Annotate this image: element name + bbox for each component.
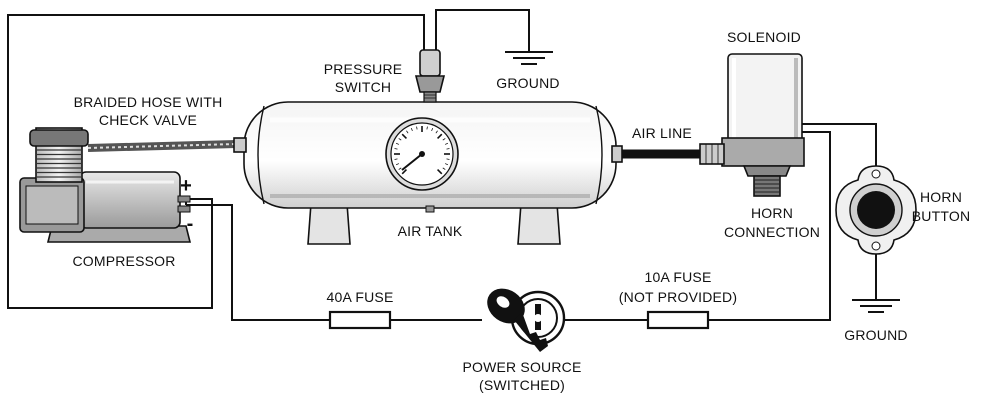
- wire-pressure-switch-loop: [7, 14, 425, 309]
- wire-compressor-positive: [185, 198, 330, 321]
- gauge-tick: [395, 142, 400, 145]
- compressor-label: COMPRESSOR: [72, 253, 175, 269]
- gauge-tick: [406, 130, 409, 134]
- pressure-switch-label: PRESSURE: [324, 61, 403, 77]
- braided-hose-label-2: CHECK VALVE: [99, 112, 197, 128]
- labels: PRESSURE SWITCH GROUND SOLENOID BRAIDED …: [72, 29, 970, 393]
- wire-fuse10-to-solenoid: [708, 131, 831, 321]
- ground-bottom-label: GROUND: [844, 327, 907, 343]
- gauge-tick: [394, 158, 398, 160]
- compressor: [19, 127, 192, 243]
- braided-hose-label: BRAIDED HOSE WITH: [74, 94, 223, 110]
- wiring: [7, 9, 877, 321]
- horn-connection-port: [753, 175, 781, 197]
- wire-solenoid-to-horn-button: [800, 123, 877, 168]
- horn-button-label: HORN: [920, 189, 962, 205]
- gauge-tick: [395, 163, 400, 166]
- gauge-tick: [442, 167, 446, 170]
- gauge-tick: [401, 168, 408, 175]
- tank-outlet-fitting: [611, 145, 623, 163]
- fuse-10a-label-2: (NOT PROVIDED): [619, 289, 737, 305]
- gauge-tick: [444, 163, 449, 166]
- gauge-needle: [401, 153, 423, 171]
- gauge-tick: [401, 133, 408, 140]
- ground-symbol-icon: [852, 299, 900, 313]
- power-source-label: POWER SOURCE: [462, 359, 581, 375]
- pressure-gauge-icon: [385, 117, 459, 191]
- gauge-tick: [436, 168, 443, 175]
- air-line-label: AIR LINE: [632, 125, 692, 141]
- power-source-label-2: (SWITCHED): [479, 377, 565, 393]
- horn-button[interactable]: [835, 165, 917, 255]
- gauge-tick: [435, 130, 438, 134]
- fuse-10a: [646, 310, 710, 330]
- pressure-switch: [414, 38, 446, 103]
- gauge-tick: [398, 167, 402, 170]
- compressor-filter: [29, 129, 89, 147]
- tank-inlet-fitting: [233, 137, 247, 153]
- gauge-tick: [416, 126, 418, 130]
- ignition-key-icon: [487, 288, 548, 352]
- air-tank-label: AIR TANK: [398, 223, 463, 239]
- ground-symbol-icon: [505, 51, 553, 65]
- solenoid-valve-block: [721, 137, 805, 167]
- wire-pressure-switch-ground: [435, 9, 530, 52]
- fuse-40a: [328, 310, 392, 330]
- horn-button-label-2: BUTTON: [912, 208, 971, 224]
- gauge-tick: [394, 148, 398, 150]
- horn-connection-label-2: CONNECTION: [724, 224, 820, 240]
- fuse-10a-label: 10A FUSE: [645, 269, 712, 285]
- gauge-tick: [431, 127, 434, 132]
- solenoid-label: SOLENOID: [727, 29, 801, 45]
- gauge-tick: [426, 126, 428, 130]
- gauge-tick: [446, 148, 450, 150]
- gauge-tick: [444, 142, 449, 145]
- negative-terminal-label: -: [187, 213, 194, 235]
- ground-top-label: GROUND: [496, 75, 559, 91]
- horn-connection-label: HORN: [751, 205, 793, 221]
- pressure-switch-label-2: SWITCH: [335, 79, 391, 95]
- gauge-tick: [410, 127, 413, 132]
- gauge-tick: [398, 138, 402, 141]
- horn-button-cap[interactable]: [857, 191, 895, 229]
- gauge-tick: [446, 158, 450, 160]
- gauge-tick: [442, 138, 446, 141]
- compressor-motor: [79, 171, 181, 229]
- solenoid: [699, 53, 805, 197]
- gauge-tick: [436, 133, 443, 140]
- fuse-40a-label: 40A FUSE: [327, 289, 394, 305]
- positive-terminal-label: +: [180, 175, 192, 197]
- solenoid-body: [727, 53, 803, 143]
